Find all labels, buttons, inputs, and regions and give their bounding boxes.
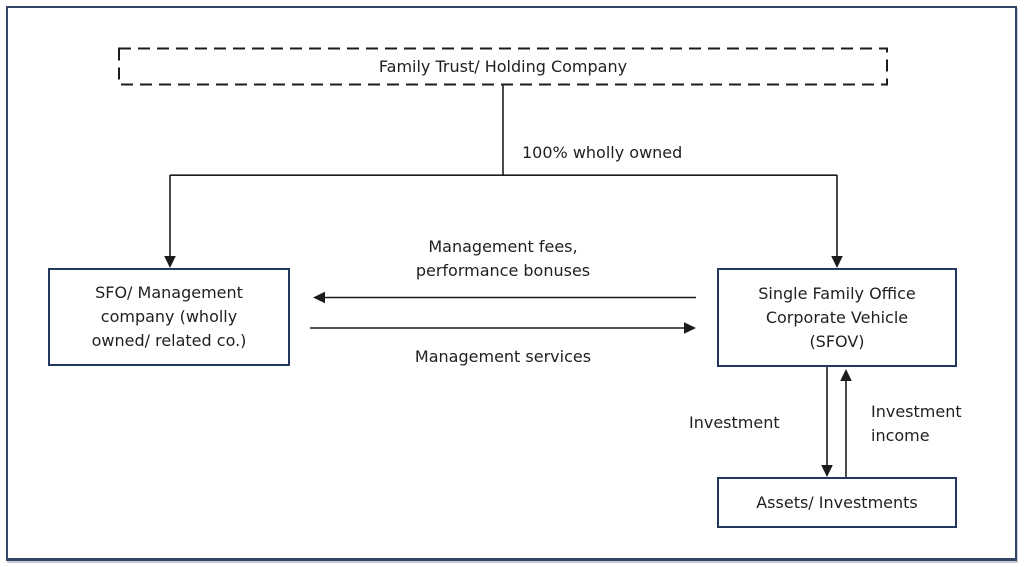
sfo-box: SFO/ Management company (wholly owned/ r… [48, 268, 290, 366]
family-trust-dashed-outline [118, 47, 888, 86]
fees-label-line: Management fees, [428, 237, 578, 256]
sfov-box: Single Family Office Corporate Vehicle (… [717, 268, 957, 367]
arrowhead-fees-left [313, 291, 325, 304]
sfov-box-line: (SFOV) [809, 331, 865, 351]
investment-income-line: income [871, 426, 930, 445]
sfov-box-line: Single Family Office [758, 283, 916, 303]
services-label: Management services [414, 347, 592, 366]
sfo-box-line: company (wholly [100, 307, 238, 326]
assets-box: Assets/ Investments [717, 477, 957, 528]
investment-label: Investment [689, 413, 780, 432]
investment-income-line: Investment [871, 402, 962, 421]
diagram-outer-frame [6, 6, 1017, 561]
arrowhead-income-up [840, 369, 852, 381]
investment-income-label: Investment income [871, 400, 962, 448]
fees-label-line: performance bonuses [415, 261, 591, 280]
family-trust-box: Family Trust/ Holding Company [118, 48, 888, 85]
arrowhead-services-right [684, 322, 696, 334]
sfov-box-line: Corporate Vehicle [765, 307, 909, 327]
ownership-label: 100% wholly owned [522, 143, 683, 162]
family-trust-label: Family Trust/ Holding Company [378, 57, 628, 76]
fees-label: Management fees, performance bonuses [380, 235, 626, 283]
assets-box-label: Assets/ Investments [756, 492, 918, 512]
arrowhead-investment-down [821, 465, 833, 477]
sfo-box-line: SFO/ Management [95, 283, 243, 302]
arrowhead-into-sfo [164, 256, 176, 268]
arrowhead-into-sfov [831, 256, 843, 268]
sfo-box-line: owned/ related co.) [91, 331, 247, 350]
